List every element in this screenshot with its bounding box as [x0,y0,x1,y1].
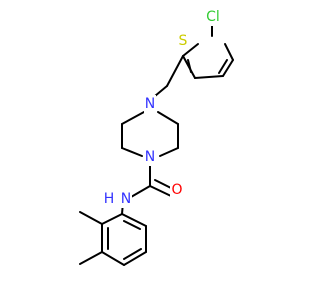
piperazine-ring [121,111,179,157]
piperazine-n-top-label: N [145,96,155,112]
atom-label-s: S [177,32,189,50]
atom-label-o: O [170,181,184,199]
thiophene-ring [182,23,234,79]
atom-label-n-top: N [144,95,156,113]
molecule-diagram: Cl S N N N H O [79,8,234,266]
sulfur-label: S [179,33,188,49]
dimethylphenyl-ring [79,201,147,266]
amide-n-label: N [121,191,131,207]
piperazine-n-bottom-label: N [145,149,155,165]
structure-canvas: Cl S N N N H O [79,8,234,266]
atom-label-cl: Cl [202,8,224,26]
atom-label-n-bottom: N [144,148,156,166]
atom-label-nh: N H [103,190,132,208]
chlorine-label: Cl [206,9,220,25]
oxygen-label: O [171,182,182,198]
carboxamide-group [130,163,172,198]
methylene-linker [154,55,184,97]
amide-h-label: H [104,191,115,207]
